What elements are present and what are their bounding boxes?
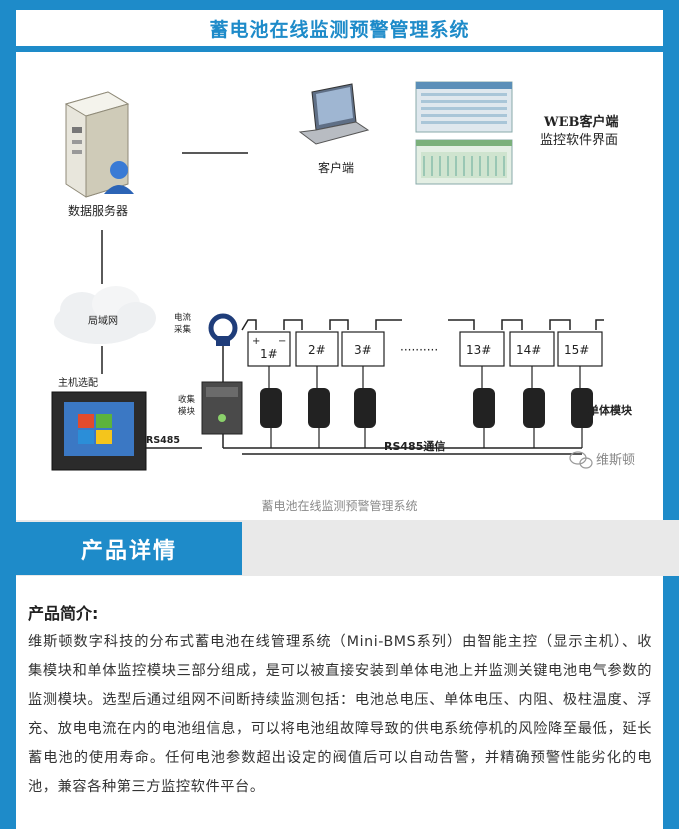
battery-cell: 3# bbox=[341, 331, 385, 367]
intro-text: 维斯顿数字科技的分布式蓄电池在线管理系统（Mini-BMS系列）由智能主控（显示… bbox=[28, 634, 652, 795]
svg-text:3#: 3# bbox=[354, 343, 372, 357]
collector-label-line1: 收集 bbox=[178, 394, 196, 405]
collector-module-icon bbox=[201, 381, 243, 435]
web-label-line2: 监控软件界面 bbox=[540, 133, 618, 148]
details-left-border bbox=[0, 520, 16, 576]
page-title: 蓄电池在线监测预警管理系统 bbox=[209, 18, 470, 41]
unit-module bbox=[473, 366, 495, 448]
battery-ellipsis: ·········· bbox=[400, 343, 438, 357]
diagram-caption: 蓄电池在线监测预警管理系统 bbox=[261, 499, 418, 513]
web-label-line1: WEB客户端 bbox=[543, 114, 619, 130]
wire bbox=[283, 319, 303, 330]
top-bar bbox=[0, 0, 679, 10]
title-banner: 蓄电池在线监测预警管理系统 bbox=[16, 10, 663, 52]
system-diagram: 数据服务器 客户端 WEB客户端 监控软件界面 bbox=[51, 81, 635, 471]
unit-module bbox=[308, 366, 330, 448]
collector-label-line2: 模块 bbox=[178, 406, 196, 417]
unit-module bbox=[354, 366, 376, 448]
details-tab: 产品详情 bbox=[16, 522, 242, 575]
wire bbox=[501, 319, 523, 330]
lan-cloud-icon bbox=[54, 286, 156, 344]
wire bbox=[375, 319, 402, 330]
server-icon bbox=[64, 91, 130, 198]
battery-cell: 13# bbox=[459, 331, 505, 367]
current-sensor-icon bbox=[208, 313, 238, 346]
current-label-line1: 电流 bbox=[174, 312, 192, 323]
rs485-left-label: RS485 bbox=[146, 435, 180, 446]
battery-cell: + − 1# bbox=[247, 331, 291, 367]
client-label: 客户端 bbox=[318, 160, 354, 175]
intro-heading: 产品简介: bbox=[28, 604, 99, 623]
wire bbox=[448, 319, 475, 330]
battery-cell: 15# bbox=[557, 331, 603, 367]
host-label: 主机选配 bbox=[58, 376, 98, 389]
web-screenshot-top bbox=[415, 81, 513, 133]
battery-cell: 2# bbox=[295, 331, 339, 367]
wire bbox=[329, 319, 349, 330]
unit-module bbox=[523, 366, 545, 448]
current-label-line2: 采集 bbox=[174, 324, 192, 335]
watermark-label: 维斯顿 bbox=[596, 453, 635, 468]
laptop-icon bbox=[298, 83, 370, 145]
web-screenshot-bottom bbox=[415, 139, 513, 185]
unit-module bbox=[260, 366, 282, 448]
unit-module bbox=[571, 366, 593, 448]
rs485-comm-label: RS485通信 bbox=[384, 439, 445, 453]
wire bbox=[241, 319, 257, 331]
svg-text:1#: 1# bbox=[260, 347, 278, 361]
unit-module-label: 单体模块 bbox=[588, 403, 633, 417]
svg-text:+: + bbox=[252, 336, 260, 347]
battery-cell: 14# bbox=[509, 331, 555, 367]
wire bbox=[595, 319, 604, 330]
wire bbox=[549, 319, 571, 330]
svg-text:15#: 15# bbox=[564, 343, 589, 357]
svg-text:13#: 13# bbox=[466, 343, 491, 357]
user-icon bbox=[104, 161, 134, 194]
wechat-icon bbox=[569, 451, 593, 469]
svg-text:14#: 14# bbox=[516, 343, 541, 357]
svg-text:2#: 2# bbox=[308, 343, 326, 357]
svg-text:−: − bbox=[278, 336, 286, 347]
host-monitor-icon bbox=[51, 391, 147, 471]
lan-label: 局域网 bbox=[88, 314, 118, 327]
server-label: 数据服务器 bbox=[68, 203, 128, 218]
